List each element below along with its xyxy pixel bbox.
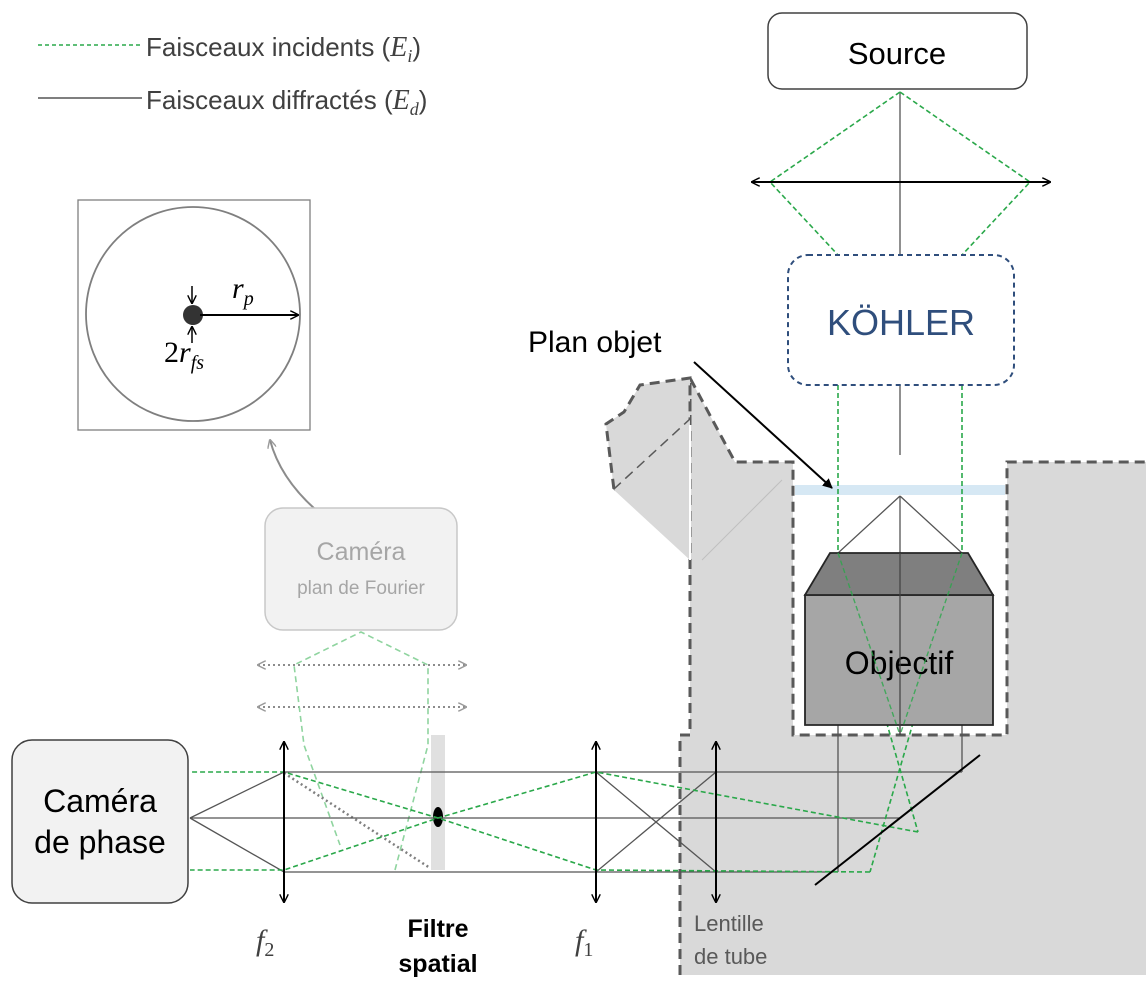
objective-block: Objectif [803, 552, 995, 726]
source-block: Source [767, 12, 1028, 90]
flip-mirror [283, 771, 431, 870]
fold-mirror [814, 754, 981, 886]
incident-beams [190, 91, 1032, 873]
tube-lens-label-line2: de tube [694, 944, 767, 969]
kohler-box [787, 254, 1015, 386]
inset-pointer-arrow [270, 440, 317, 511]
f1-label: f1 [575, 924, 593, 961]
legend-incident-label: Faisceaux incidents (Ei) [146, 32, 421, 66]
phase-camera-block: Caméra de phase [11, 739, 189, 904]
incident-beams-through-objective [837, 552, 963, 736]
source-box [767, 12, 1028, 90]
fourier-branch: Caméra plan de Fourier [258, 507, 466, 871]
fourier-camera-subtitle: plan de Fourier [297, 578, 425, 599]
object-plane-slide [795, 485, 1005, 495]
kohler-block: KÖHLER [787, 254, 1015, 386]
objective-tip [803, 552, 995, 596]
pupil-circle [85, 206, 301, 422]
spatial-filter-stop [433, 807, 443, 827]
incident-path-b [190, 771, 871, 873]
objective-label: Objectif [845, 645, 954, 681]
diffracted-cross-2 [595, 771, 717, 873]
diffracted-top-ray [189, 771, 962, 819]
legend-diffracted-label: Faisceaux diffractés (Ed) [146, 85, 427, 119]
tube-lens-label-line1: Lentille [694, 911, 764, 936]
fourier-camera-box [264, 507, 458, 631]
incident-left-upper [768, 91, 901, 256]
microscope-body [604, 376, 1146, 975]
incident-right-upper [899, 91, 1032, 256]
kohler-label: KÖHLER [827, 302, 975, 343]
phase-camera-box [11, 739, 189, 904]
phase-camera-line1: Caméra [43, 783, 157, 819]
object-plane-pointer [693, 361, 833, 489]
spatial-filter-bar [431, 735, 445, 870]
object-plane-label: Plan objet [528, 326, 662, 359]
fourier-plane-inset: rp 2rfs [77, 199, 311, 431]
filter-dot [183, 305, 203, 325]
rp-label: rp [232, 272, 254, 310]
fourier-camera-title: Caméra [317, 538, 406, 566]
rfs-label: 2rfs [164, 336, 204, 374]
phase-camera-line2: de phase [34, 824, 166, 860]
spatial-filter-label-line1: Filtre [407, 915, 468, 943]
legend: Faisceaux incidents (Ei) Faisceaux diffr… [38, 32, 427, 119]
spatial-filter-label-line2: spatial [398, 950, 477, 978]
fourier-beam-path [293, 631, 429, 871]
source-label: Source [848, 36, 946, 71]
f2-label: f2 [256, 924, 274, 961]
